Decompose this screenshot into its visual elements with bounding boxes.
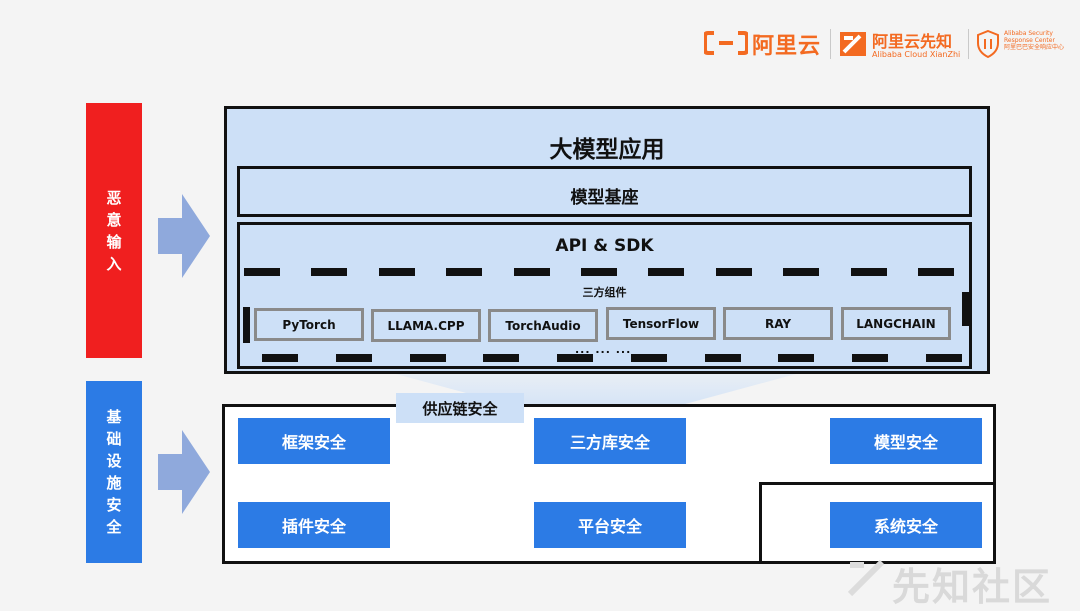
aliyun-logo-icon (703, 30, 749, 56)
asrc-line2: Response Center (1004, 37, 1055, 44)
model-base-box (237, 166, 972, 217)
component-group-left-edge (243, 307, 250, 343)
asrc-line1: Alibaba Security (1004, 30, 1053, 37)
logo-divider (830, 29, 831, 59)
component-group-right-edge (962, 292, 970, 326)
model-base-label: 模型基座 (570, 188, 639, 208)
component-langchain: LANGCHAIN (841, 307, 951, 340)
logo-divider (968, 29, 969, 59)
system-security-box: 系统安全 (830, 502, 982, 548)
xianzhi-logo-text: 阿里云先知 (872, 32, 953, 51)
malicious-input-char: 输 (106, 232, 122, 251)
infra-security-char: 全 (106, 518, 122, 536)
plugin-security-box: 插件安全 (238, 502, 390, 548)
infra-security-char: 础 (106, 430, 122, 448)
funnel-connector (396, 374, 796, 420)
components-ellipsis: ... ... ... (575, 343, 632, 356)
supply-chain-security-label: 供应链安全 (396, 393, 524, 423)
asrc-logo-text: Alibaba Security Response Center 阿里巴巴安全响… (1004, 30, 1074, 51)
component-ray: RAY (723, 307, 833, 340)
arrow-right-icon (158, 194, 210, 278)
dashed-separator (262, 354, 962, 362)
infra-security-char: 设 (106, 452, 122, 470)
api-sdk-box (237, 222, 972, 369)
dashed-separator (244, 268, 954, 276)
component-pytorch: PyTorch (254, 308, 364, 341)
platform-security-box: 平台安全 (534, 502, 686, 548)
third-party-components-label: 三方组件 (582, 286, 627, 299)
shield-icon (976, 29, 1000, 59)
component-torchaudio: TorchAudio (488, 309, 598, 342)
system-security-bracket (759, 482, 996, 564)
xianzhi-logo-subtext: Alibaba Cloud XianZhi (872, 50, 961, 59)
component-tensorflow: TensorFlow (606, 307, 716, 340)
malicious-input-char: 入 (106, 254, 122, 273)
third-party-library-security-box: 三方库安全 (534, 418, 686, 464)
malicious-input-char: 意 (106, 210, 122, 229)
framework-security-box: 框架安全 (238, 418, 390, 464)
header-logos: 阿里云 阿里云先知 Alibaba Cloud XianZhi Alibaba … (703, 24, 1074, 64)
infra-security-char: 安 (106, 496, 122, 514)
model-security-box: 模型安全 (830, 418, 982, 464)
api-sdk-label: API & SDK (555, 236, 654, 256)
watermark-logo-icon (846, 558, 886, 598)
infra-security-bar: 基 础 设 施 安 全 (86, 381, 142, 563)
malicious-input-bar: 恶 意 输 入 (86, 103, 142, 358)
malicious-input-char: 恶 (106, 188, 122, 207)
arrow-right-icon (158, 430, 210, 514)
xianzhi-logo-icon (840, 32, 866, 56)
asrc-line3: 阿里巴巴安全响应中心 (1004, 44, 1065, 51)
component-llama-cpp: LLAMA.CPP (371, 309, 481, 342)
llm-application-title: 大模型应用 (549, 137, 665, 163)
infra-security-char: 施 (106, 474, 122, 492)
infra-security-char: 基 (106, 408, 122, 426)
aliyun-logo-text: 阿里云 (752, 34, 822, 59)
watermark-text: 先知社区 (892, 565, 1053, 609)
